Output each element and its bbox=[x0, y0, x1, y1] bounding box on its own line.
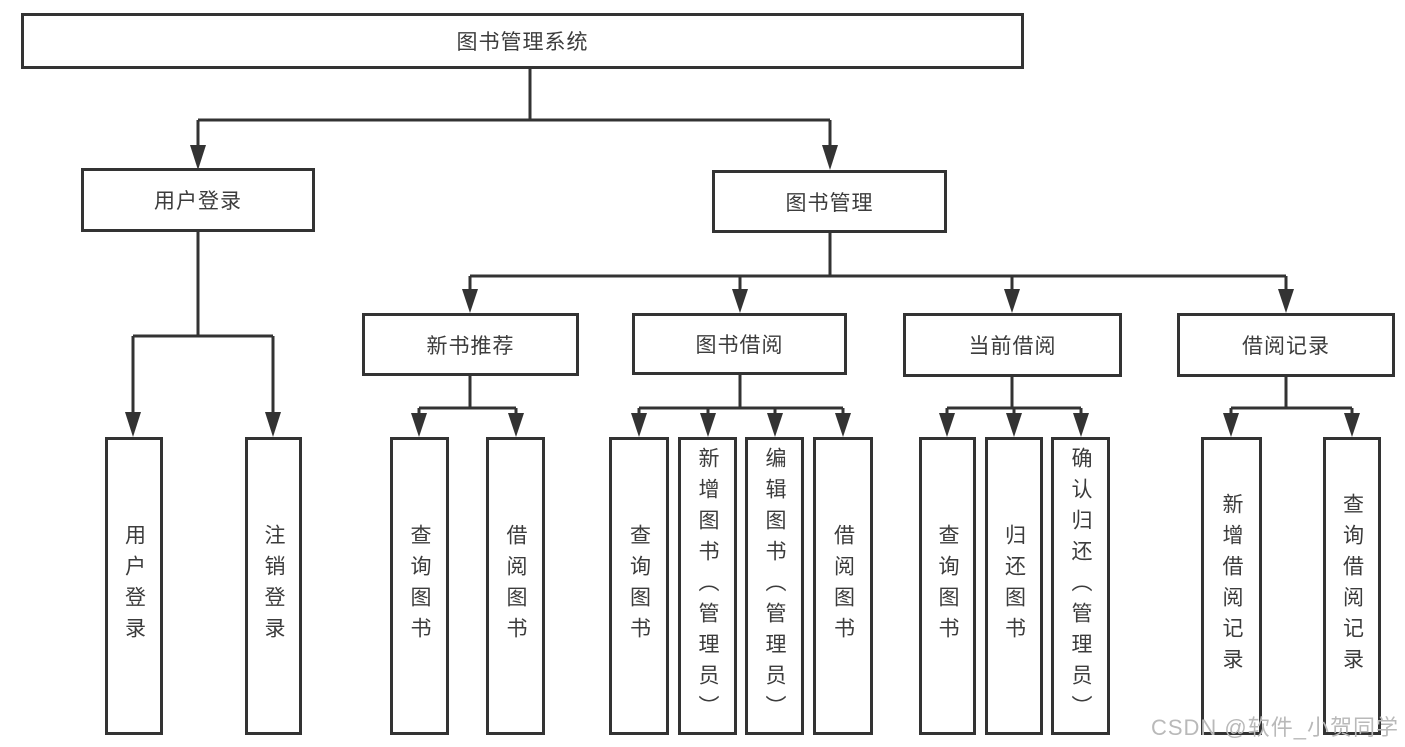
node-root-label: 图书管理系统 bbox=[456, 31, 589, 54]
leaf-borrow-books-recommend-label: 借阅图书 bbox=[504, 524, 527, 648]
leaf-confirm-return-admin: 确认归还（管理员） bbox=[1051, 437, 1110, 735]
node-new-book-recommend: 新书推荐 bbox=[362, 313, 579, 376]
leaf-borrow-books-label: 借阅图书 bbox=[831, 524, 855, 648]
node-user-login-label: 用户登录 bbox=[154, 190, 242, 213]
leaf-add-borrow-record: 新增借阅记录 bbox=[1201, 437, 1262, 735]
node-book-management: 图书管理 bbox=[712, 170, 947, 233]
node-root: 图书管理系统 bbox=[21, 13, 1024, 69]
node-book-borrow-label: 图书借阅 bbox=[695, 334, 784, 357]
node-user-login: 用户登录 bbox=[81, 168, 315, 232]
leaf-confirm-return-admin-label: 确认归还（管理员） bbox=[1069, 446, 1092, 726]
leaf-borrow-books-recommend: 借阅图书 bbox=[486, 437, 545, 735]
leaf-query-borrow-record: 查询借阅记录 bbox=[1323, 437, 1381, 735]
csdn-watermark: CSDN @软件_小贺同学 bbox=[1150, 715, 1399, 740]
leaf-add-borrow-record-label: 新增借阅记录 bbox=[1220, 493, 1243, 679]
leaf-borrow-books: 借阅图书 bbox=[813, 437, 873, 735]
leaf-user-login-label: 用户登录 bbox=[122, 524, 146, 648]
leaf-query-books-recommend: 查询图书 bbox=[390, 437, 449, 735]
leaf-logout-label: 注销登录 bbox=[262, 524, 285, 648]
node-current-borrow-label: 当前借阅 bbox=[968, 335, 1057, 358]
connector-borrow-to-leaves bbox=[631, 375, 851, 437]
leaf-query-books-recommend-label: 查询图书 bbox=[408, 524, 431, 648]
connector-bookmgmt-to-level3 bbox=[462, 233, 1294, 313]
leaf-user-login: 用户登录 bbox=[105, 437, 163, 735]
leaf-query-books-borrow: 查询图书 bbox=[609, 437, 669, 735]
leaf-query-books-current: 查询图书 bbox=[919, 437, 976, 735]
leaf-edit-books-admin-label: 编辑图书（管理员） bbox=[763, 446, 786, 726]
leaf-add-books-admin-label: 新增图书（管理员） bbox=[696, 446, 719, 726]
connector-records-to-leaves bbox=[1223, 377, 1360, 437]
connector-root-to-level2 bbox=[190, 69, 838, 170]
leaf-add-books-admin: 新增图书（管理员） bbox=[678, 437, 737, 735]
connector-current-to-leaves bbox=[939, 377, 1089, 437]
node-book-borrow: 图书借阅 bbox=[632, 313, 847, 375]
leaf-logout: 注销登录 bbox=[245, 437, 302, 735]
leaf-query-borrow-record-label: 查询借阅记录 bbox=[1340, 493, 1364, 679]
leaf-edit-books-admin: 编辑图书（管理员） bbox=[745, 437, 804, 735]
leaf-return-books: 归还图书 bbox=[985, 437, 1043, 735]
leaf-return-books-label: 归还图书 bbox=[1002, 524, 1026, 648]
node-borrow-records-label: 借阅记录 bbox=[1242, 335, 1330, 358]
leaf-query-books-current-label: 查询图书 bbox=[936, 524, 959, 648]
node-book-management-label: 图书管理 bbox=[785, 191, 874, 215]
connector-userlogin-to-leaves bbox=[125, 232, 281, 437]
node-new-book-recommend-label: 新书推荐 bbox=[426, 334, 515, 358]
node-borrow-records: 借阅记录 bbox=[1177, 313, 1395, 377]
leaf-query-books-borrow-label: 查询图书 bbox=[627, 524, 651, 648]
connector-newbook-to-leaves bbox=[411, 376, 524, 437]
node-current-borrow: 当前借阅 bbox=[903, 313, 1122, 377]
